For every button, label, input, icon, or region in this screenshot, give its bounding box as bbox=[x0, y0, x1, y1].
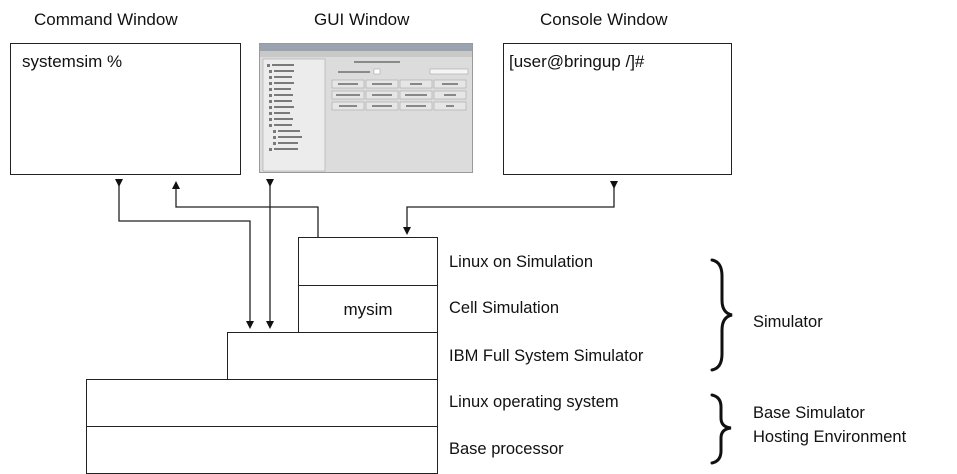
ibm-full-system-simulator-label: IBM Full System Simulator bbox=[449, 347, 644, 365]
mysim-label: mysim bbox=[343, 300, 393, 319]
ibm-full-system-simulator-box bbox=[227, 332, 438, 380]
gui-screenshot-graphic bbox=[260, 44, 472, 172]
command-window: systemsim % bbox=[10, 43, 241, 175]
console-window: [user@bringup /]# bbox=[503, 43, 732, 175]
simulator-group-label: Simulator bbox=[753, 313, 823, 331]
arrow-linux-sim-to-command bbox=[172, 181, 319, 237]
base-simulator-label: Base Simulator bbox=[753, 404, 865, 422]
base-brace bbox=[710, 393, 732, 465]
cell-simulation-label: Cell Simulation bbox=[449, 299, 560, 317]
command-prompt: systemsim % bbox=[22, 52, 123, 71]
base-processor-box bbox=[86, 426, 438, 474]
linux-operating-system-label: Linux operating system bbox=[449, 393, 619, 411]
gui-window-screenshot bbox=[259, 43, 473, 173]
linux-on-simulation-label: Linux on Simulation bbox=[449, 253, 594, 271]
gui-window-title: GUI Window bbox=[314, 10, 410, 29]
arrow-console-to-linux-sim bbox=[403, 181, 618, 235]
arrow-command-to-simulator bbox=[115, 179, 254, 329]
hosting-environment-label: Hosting Environment bbox=[753, 428, 907, 446]
simulator-brace bbox=[710, 258, 733, 372]
base-processor-label: Base processor bbox=[449, 440, 564, 458]
console-prompt: [user@bringup /]# bbox=[509, 52, 645, 71]
command-window-title: Command Window bbox=[34, 10, 178, 29]
console-window-title: Console Window bbox=[540, 10, 668, 29]
